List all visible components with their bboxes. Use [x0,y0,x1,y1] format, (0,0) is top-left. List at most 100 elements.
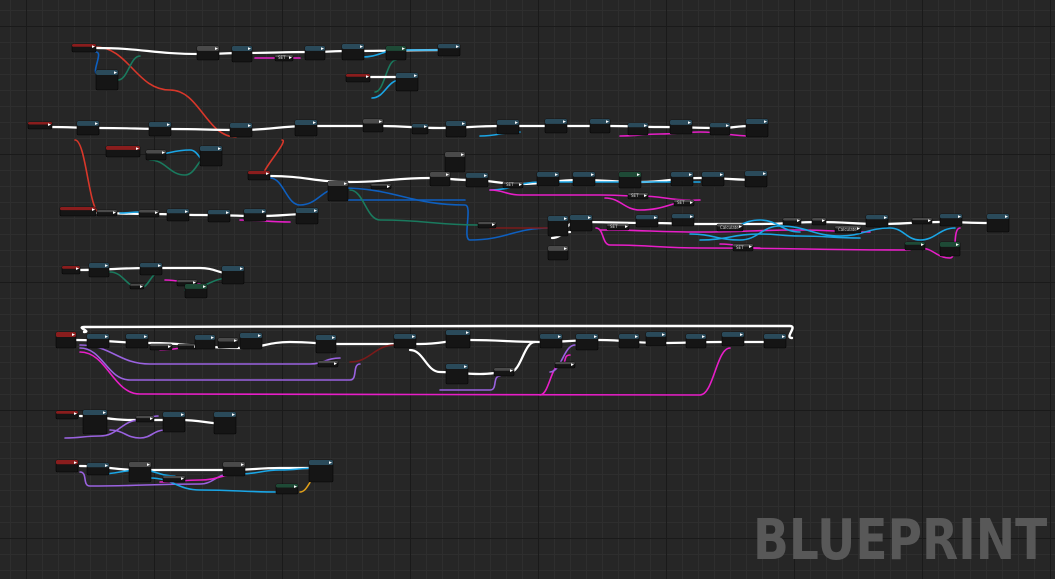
event-node[interactable] [105,145,141,158]
exec-out-pin[interactable] [162,151,165,154]
float-wire[interactable] [109,429,166,439]
event-node[interactable] [61,265,81,275]
string-wire[interactable] [599,229,871,233]
function-node[interactable] [986,213,1010,233]
exec-out-pin[interactable] [763,172,766,175]
function-node[interactable] [148,121,172,137]
function-node[interactable] [744,170,768,188]
exec-wire[interactable] [94,46,452,56]
exec-out-pin[interactable] [594,335,597,338]
exec-out-pin[interactable] [289,56,292,59]
exec-out-pin[interactable] [140,285,143,288]
pure-node[interactable] [196,45,220,61]
function-node[interactable] [411,123,429,135]
pure-node[interactable]: SET [274,54,294,62]
function-node[interactable] [572,171,596,187]
variable-node[interactable] [275,483,299,495]
exec-out-pin[interactable] [588,216,591,219]
pure-node[interactable] [477,221,497,229]
variable-node[interactable] [904,241,926,251]
function-node[interactable] [86,462,110,476]
pure-node[interactable] [811,217,827,226]
exec-out-pin[interactable] [456,45,459,48]
function-node[interactable] [865,214,889,228]
exec-out-pin[interactable] [248,124,251,127]
exec-out-pin[interactable] [424,125,427,128]
exec-out-pin[interactable] [956,243,959,246]
exec-out-pin[interactable] [637,173,640,176]
exec-out-pin[interactable] [446,173,449,176]
exec-out-pin[interactable] [462,122,465,125]
exec-out-pin[interactable] [150,417,153,420]
exec-out-pin[interactable] [232,413,235,416]
exec-out-pin[interactable] [218,147,221,150]
exec-out-pin[interactable] [114,71,117,74]
exec-out-pin[interactable] [321,47,324,50]
exec-out-pin[interactable] [571,363,574,366]
pure-node[interactable] [217,337,239,349]
exec-out-pin[interactable] [884,216,887,219]
function-node[interactable] [221,265,245,285]
function-node[interactable] [721,331,745,347]
exec-wire[interactable] [88,211,312,218]
function-node[interactable] [536,171,560,187]
pure-node[interactable] [429,171,451,187]
exec-out-pin[interactable] [515,121,518,124]
event-node[interactable] [247,170,271,181]
event-node[interactable] [55,459,79,473]
variable-node[interactable] [618,171,642,189]
exec-out-pin[interactable] [248,47,251,50]
exec-out-pin[interactable] [155,211,158,214]
exec-out-pin[interactable] [168,345,171,348]
function-node[interactable] [547,215,569,237]
exec-out-pin[interactable] [564,217,567,220]
function-node[interactable] [239,332,263,350]
function-node[interactable] [139,262,163,276]
exec-out-pin[interactable] [726,124,729,127]
bool-wire[interactable] [349,344,396,363]
exec-out-pin[interactable] [366,75,369,78]
exec-out-pin[interactable] [689,173,692,176]
exec-out-pin[interactable] [484,174,487,177]
pure-node[interactable] [135,415,155,423]
exec-out-pin[interactable] [211,336,214,339]
exec-out-pin[interactable] [749,245,752,248]
float-wire[interactable] [439,375,501,391]
pure-node[interactable] [162,475,186,483]
exec-out-pin[interactable] [702,335,705,338]
exec-out-pin[interactable] [558,335,561,338]
exec-out-pin[interactable] [193,281,196,284]
exec-out-pin[interactable] [313,121,316,124]
exec-out-pin[interactable] [113,211,116,214]
exec-out-pin[interactable] [654,216,657,219]
event-node[interactable] [27,121,53,130]
function-node[interactable] [670,171,694,187]
exec-out-pin[interactable] [690,201,693,204]
vector-wire[interactable] [689,225,956,241]
function-node[interactable] [82,409,108,435]
pure-node[interactable] [782,217,802,226]
function-node[interactable] [445,363,469,385]
exec-out-pin[interactable] [797,219,800,222]
delegate-wire[interactable] [74,139,101,214]
function-node[interactable] [162,411,186,433]
exec-out-pin[interactable] [739,225,742,228]
function-node[interactable] [88,262,110,278]
pure-node[interactable] [370,183,392,190]
delegate-wire[interactable] [94,46,237,138]
event-node[interactable] [345,73,371,83]
exec-out-pin[interactable] [72,333,75,336]
delegate-wire[interactable] [262,139,285,176]
function-node[interactable] [341,43,365,61]
string-wire[interactable] [79,347,731,396]
exec-out-pin[interactable] [105,335,108,338]
pure-node[interactable] [177,343,199,350]
exec-out-pin[interactable] [466,331,469,334]
exec-out-pin[interactable] [958,215,961,218]
function-node[interactable] [465,172,489,188]
function-node[interactable] [95,69,119,91]
function-node[interactable] [199,145,223,167]
pure-node[interactable] [149,343,173,351]
object-wire[interactable] [269,177,551,241]
